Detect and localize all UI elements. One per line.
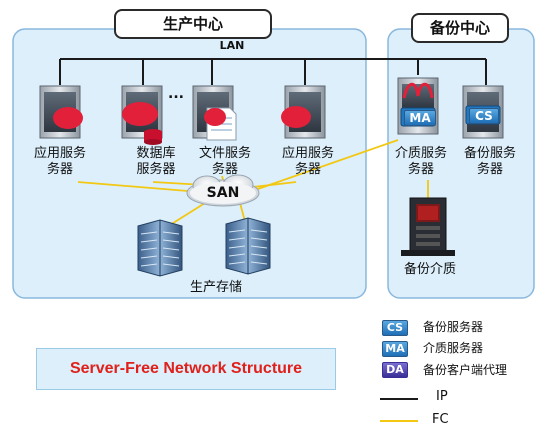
- backup-media-label: 备份介质: [403, 262, 456, 277]
- media-server-ma-badge: MA: [404, 110, 436, 126]
- fc-app1: [77, 181, 201, 193]
- legend-ma-label: 介质服务器: [423, 341, 484, 355]
- tape-library-icon: [401, 197, 455, 256]
- legend-da-badge: DA: [382, 362, 408, 378]
- storage-rack-2-icon: [225, 217, 271, 275]
- backup-server-cs-badge: CS: [469, 108, 499, 124]
- lan-lines: [59, 58, 487, 85]
- server-free-banner: Server-Free Network Structure: [36, 348, 336, 390]
- media-server-label: 介质服务 务器: [394, 146, 447, 177]
- app-server-1-label: 应用服务 务器: [33, 146, 86, 177]
- legend-ma-badge: MA: [382, 341, 408, 357]
- production-storage-label: 生产存储: [189, 280, 242, 295]
- file-server-icon: [192, 85, 237, 141]
- db-server-icon: [121, 85, 163, 145]
- legend-da-label: 备份客户端代理: [423, 363, 508, 377]
- app-server-2-label: 应用服务 务器: [281, 146, 334, 177]
- app-server-2-icon: [281, 85, 326, 139]
- legend-fc-label: FC: [432, 412, 449, 427]
- db-server-label: 数据库 服务器: [136, 146, 176, 177]
- server-free-banner-text: Server-Free Network Structure: [69, 360, 303, 377]
- san-label: SAN: [206, 185, 240, 201]
- legend-cs-label: 备份服务器: [423, 320, 484, 334]
- backup-server-label: 备份服务 务器: [463, 146, 516, 177]
- file-server-label: 文件服务 务器: [198, 146, 251, 177]
- backup-center-title: 备份中心: [411, 13, 509, 43]
- app-server-1-icon: [39, 85, 83, 139]
- legend-ip-label: IP: [436, 389, 448, 404]
- san-cloud-icon: [186, 174, 260, 207]
- legend-cs-badge: CS: [382, 320, 408, 336]
- lan-label: LAN: [219, 39, 245, 52]
- server-ellipsis: ...: [168, 86, 184, 102]
- storage-rack-1-icon: [137, 219, 183, 277]
- fc-media-san: [254, 139, 399, 191]
- production-center-title: 生产中心: [114, 9, 272, 39]
